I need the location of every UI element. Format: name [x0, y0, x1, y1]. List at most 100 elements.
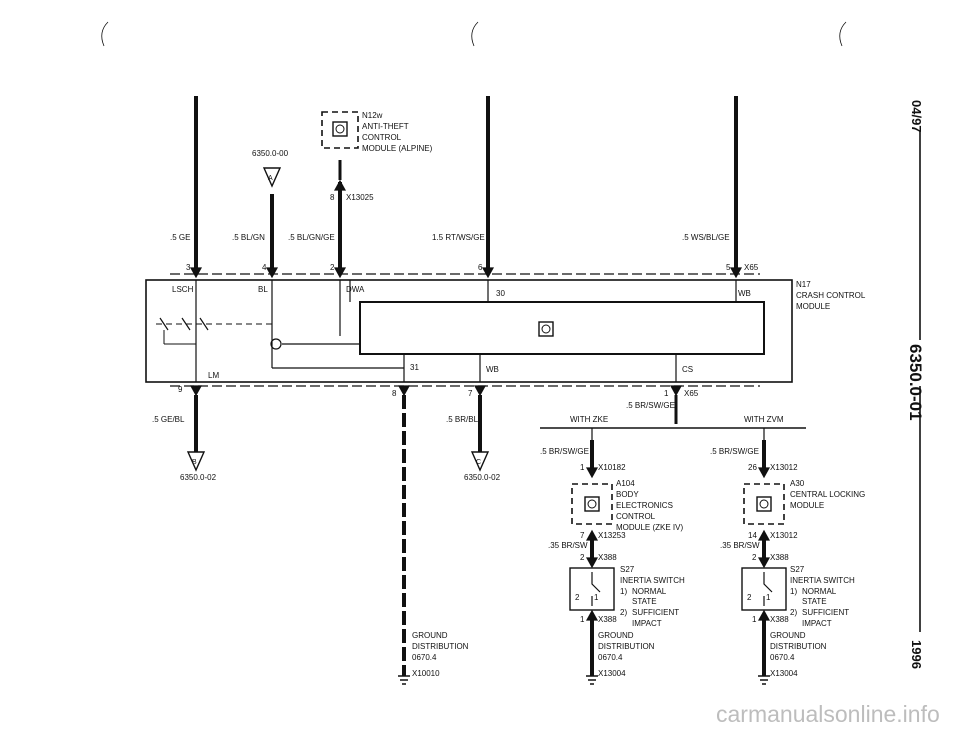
a104-module-box: [571, 483, 613, 525]
pin-label: 5: [726, 263, 731, 272]
s27-label: NORMAL: [632, 587, 667, 596]
switch-pin: 2: [575, 593, 580, 602]
wire-label: .5 GE/BL: [152, 415, 185, 424]
s27-label: INERTIA SWITCH: [790, 576, 855, 585]
reference-triangle-icon: [186, 451, 206, 472]
s27-label: S27: [790, 565, 805, 574]
pin-label: 9: [178, 385, 183, 394]
side-year: 1996: [909, 640, 924, 669]
wire-label: .35 BR/SW: [548, 541, 588, 550]
ground-label: GROUND: [412, 631, 448, 640]
wire-label: .5 BR/SW/GE: [626, 401, 675, 410]
ground-icon: [586, 675, 598, 685]
s27-label: NORMAL: [802, 587, 837, 596]
signal-label: CS: [682, 365, 693, 374]
crop-mark: [471, 21, 479, 47]
pin-label: 1: [752, 615, 757, 624]
pin-label: 7: [468, 389, 473, 398]
module-icon: [756, 496, 772, 512]
module-icon: [587, 499, 597, 509]
a30-label: MODULE: [790, 501, 824, 510]
connector-label: X13004: [770, 669, 798, 678]
signal-label: DWA: [346, 285, 365, 294]
a30-label: CENTRAL LOCKING: [790, 490, 865, 499]
s27-label: SUFFICIENT: [802, 608, 849, 617]
connector-label: X13012: [770, 463, 798, 472]
pin-label: 26: [748, 463, 757, 472]
s27-label: S27: [620, 565, 635, 574]
connector-label: X65: [744, 263, 759, 272]
connector-label: X10182: [598, 463, 626, 472]
junction-icon: [270, 338, 282, 350]
reference-triangle-icon: [262, 167, 282, 188]
wire-label: .35 BR/SW: [720, 541, 760, 550]
ground-label: DISTRIBUTION: [598, 642, 655, 651]
switch-note: 2): [620, 608, 627, 617]
connector-label: X10010: [412, 669, 440, 678]
a104-label: BODY: [616, 490, 639, 499]
pin-label: 1: [580, 463, 585, 472]
ground-label: GROUND: [770, 631, 806, 640]
pin-label: 2: [752, 553, 757, 562]
signal-label: LSCH: [172, 285, 194, 294]
switch-pin: 1: [766, 593, 771, 602]
crop-mark: [839, 21, 847, 47]
reference-letter: A: [268, 175, 273, 182]
pin-arrow: [585, 529, 599, 541]
n17-module-box: [145, 279, 793, 383]
pin-arrow: [729, 267, 743, 279]
pin-arrow: [757, 557, 771, 569]
s27-label: STATE: [802, 597, 827, 606]
pin-label: 8: [392, 389, 397, 398]
connector-label: X13004: [598, 669, 626, 678]
wire-label: .5 WS/BL/GE: [682, 233, 730, 242]
pin-arrow: [757, 529, 771, 541]
a30-module-box: [743, 483, 785, 525]
connector-label: X388: [770, 553, 789, 562]
switch-symbol-icon: [591, 572, 601, 606]
pin-arrow: [669, 385, 683, 397]
pin-arrow: [585, 467, 599, 479]
ground-icon: [758, 675, 770, 685]
a104-label: CONTROL: [616, 512, 656, 521]
n12w-label: CONTROL: [362, 133, 402, 142]
pin-arrow: [481, 267, 495, 279]
variant-label: WITH ZVM: [744, 415, 784, 424]
wire-label: .5 BR/SW/GE: [710, 447, 759, 456]
pin-arrow: [265, 267, 279, 279]
side-date: 04/97: [909, 100, 924, 133]
n12w-label: N12w: [362, 111, 383, 120]
reference-label: 6350.0-00: [252, 149, 289, 158]
reference-label: 6350.0-02: [464, 473, 501, 482]
pin-arrow: [473, 385, 487, 397]
reference-letter: B: [192, 459, 197, 466]
connector-label: X13012: [770, 531, 798, 540]
n17-label: CRASH CONTROL: [796, 291, 866, 300]
ground-label: GROUND: [598, 631, 634, 640]
n17-inner-box: [359, 301, 765, 355]
n17-label: MODULE: [796, 302, 830, 311]
signal-label: WB: [486, 365, 499, 374]
a104-label: A104: [616, 479, 635, 488]
pin-label: 31: [410, 363, 419, 372]
connector-label: X13025: [346, 193, 374, 202]
module-icon: [759, 499, 769, 509]
pin-arrow: [189, 267, 203, 279]
a30-label: A30: [790, 479, 805, 488]
module-icon: [541, 324, 551, 334]
crop-mark: [101, 21, 109, 47]
pin-label: 3: [186, 263, 191, 272]
pin-arrow: [757, 467, 771, 479]
wire-label: .5 BR/SW/GE: [540, 447, 589, 456]
reference-letter: C: [476, 459, 481, 466]
signal-label: LM: [208, 371, 219, 380]
n12w-module-box: [321, 111, 359, 149]
s27-label: INERTIA SWITCH: [620, 576, 685, 585]
wire-label: .5 GE: [170, 233, 190, 242]
watermark: carmanualsonline.info: [716, 701, 940, 727]
pin-label: 2: [330, 263, 335, 272]
reference-triangle-icon: [470, 451, 490, 472]
a104-label: ELECTRONICS: [616, 501, 673, 510]
